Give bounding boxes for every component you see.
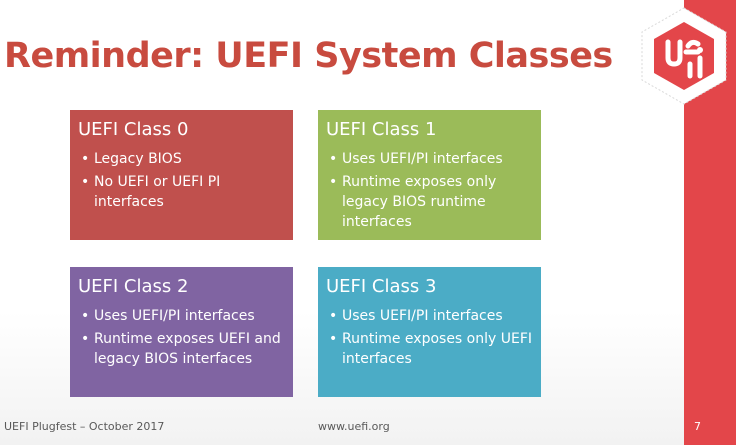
class-3-box: UEFI Class 3 Uses UEFI/PI interfaces Run…	[318, 267, 541, 397]
class-1-box: UEFI Class 1 Uses UEFI/PI interfaces Run…	[318, 110, 541, 240]
bullet-item: Legacy BIOS	[78, 149, 285, 169]
uefi-logo-icon	[641, 7, 727, 105]
bullet-item: Runtime exposes only UEFI interfaces	[326, 329, 533, 369]
class-1-heading: UEFI Class 1	[326, 119, 437, 140]
footer-url: www.uefi.org	[318, 420, 390, 433]
bullet-item: Runtime exposes UEFI and legacy BIOS int…	[78, 329, 285, 369]
bullet-item: Uses UEFI/PI interfaces	[326, 306, 533, 326]
bullet-item: No UEFI or UEFI PI interfaces	[78, 172, 285, 212]
bullet-item: Runtime exposes only legacy BIOS runtime…	[326, 172, 533, 232]
class-3-bullets: Uses UEFI/PI interfaces Runtime exposes …	[326, 306, 533, 369]
slide-title: Reminder: UEFI System Classes	[4, 36, 613, 76]
class-3-heading: UEFI Class 3	[326, 276, 437, 297]
class-2-bullets: Uses UEFI/PI interfaces Runtime exposes …	[78, 306, 285, 369]
class-1-bullets: Uses UEFI/PI interfaces Runtime exposes …	[326, 149, 533, 232]
class-0-bullets: Legacy BIOS No UEFI or UEFI PI interface…	[78, 149, 285, 212]
bullet-item: Uses UEFI/PI interfaces	[326, 149, 533, 169]
class-2-heading: UEFI Class 2	[78, 276, 189, 297]
class-0-heading: UEFI Class 0	[78, 119, 189, 140]
class-2-box: UEFI Class 2 Uses UEFI/PI interfaces Run…	[70, 267, 293, 397]
bullet-item: Uses UEFI/PI interfaces	[78, 306, 285, 326]
footer-event-text: UEFI Plugfest – October 2017	[4, 420, 165, 433]
class-0-box: UEFI Class 0 Legacy BIOS No UEFI or UEFI…	[70, 110, 293, 240]
page-number: 7	[694, 420, 701, 433]
